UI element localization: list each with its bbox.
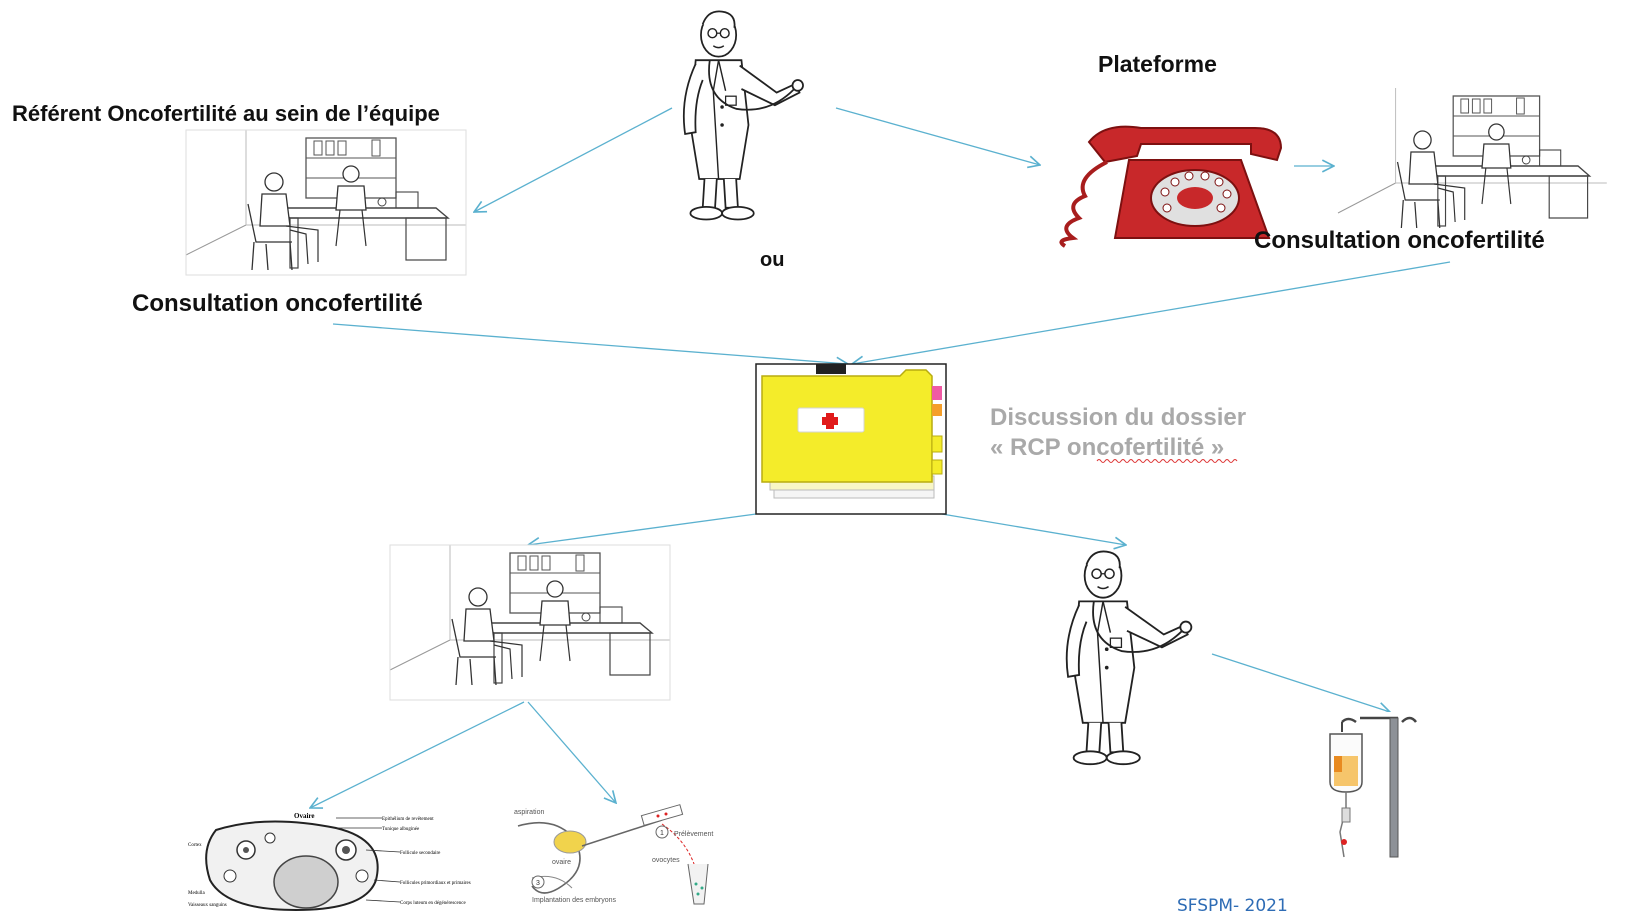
arrow-consult-right-to-folder: [852, 261, 1451, 364]
arrow-doctor-to-iv-drip: [1211, 653, 1390, 712]
discussion-label-line1: Discussion du dossier: [990, 404, 1246, 431]
arrow-consult-left-to-folder: [332, 323, 848, 364]
referent-label: Référent Oncofertilité au sein de l’équi…: [12, 101, 440, 126]
arrow-folder-to-consult-bottom: [528, 513, 757, 545]
ivf-label: Prélèvement: [674, 831, 713, 838]
footer-label: SFSPM- 2021: [1177, 896, 1288, 911]
or-label: ou: [760, 249, 784, 271]
iv-drip-stand-icon: [1318, 712, 1432, 858]
arrow-doctor-to-referent: [474, 107, 673, 212]
consultation-office-icon: [389, 544, 671, 701]
ovary-label: Tunique albuginée: [382, 827, 420, 832]
red-telephone-icon: [1045, 88, 1290, 248]
consultation-office-icon: [1337, 87, 1608, 234]
platform-label: Plateforme: [1098, 51, 1217, 77]
ovary-label: Medulla: [188, 891, 205, 896]
ovary-label: Vaisseaux sanguins: [188, 903, 227, 908]
ovary-title: Ovaire: [294, 812, 314, 820]
ovary-diagram-icon: Ovaire Epithélium de revêtement Tunique …: [186, 810, 471, 911]
discussion-label-line2: « RCP oncofertilité »: [990, 434, 1224, 461]
ovary-label: Corps luteum en dégénérescence: [400, 901, 466, 906]
arrow-doctor-to-platform: [835, 107, 1040, 165]
ovary-label: Cortex: [188, 843, 202, 848]
ivf-label: Implantation des embryons: [532, 897, 617, 904]
ovary-label: Follicules primordiaux et primaires: [400, 881, 471, 886]
ivf-procedure-icon: aspiration 1 Prélèvement ovaire ovocytes…: [512, 804, 737, 911]
arrow-folder-to-doctor-bottom: [941, 513, 1126, 545]
consultation-label-right: Consultation oncofertilité: [1254, 227, 1545, 254]
ivf-label: aspiration: [514, 809, 544, 816]
flow-arrows: [310, 107, 1451, 808]
doctor-stethoscope-icon: [682, 10, 804, 221]
consultation-office-icon: [185, 129, 467, 276]
ivf-step-number: 3: [536, 880, 540, 887]
spellcheck-underline: [1096, 459, 1238, 463]
ovary-label: Epithélium de revêtement: [382, 817, 434, 822]
medical-folder-icon: [755, 363, 947, 515]
ivf-label: ovocytes: [652, 857, 680, 864]
arrow-consult-to-ovary: [310, 701, 525, 808]
doctor-stethoscope-icon: [1065, 550, 1193, 766]
consultation-label-left: Consultation oncofertilité: [132, 290, 423, 317]
arrow-consult-to-ivf: [527, 701, 616, 803]
ivf-step-number: 1: [660, 830, 664, 837]
ovary-label: Follicule secondaire: [400, 851, 441, 856]
ivf-label: ovaire: [552, 859, 571, 866]
